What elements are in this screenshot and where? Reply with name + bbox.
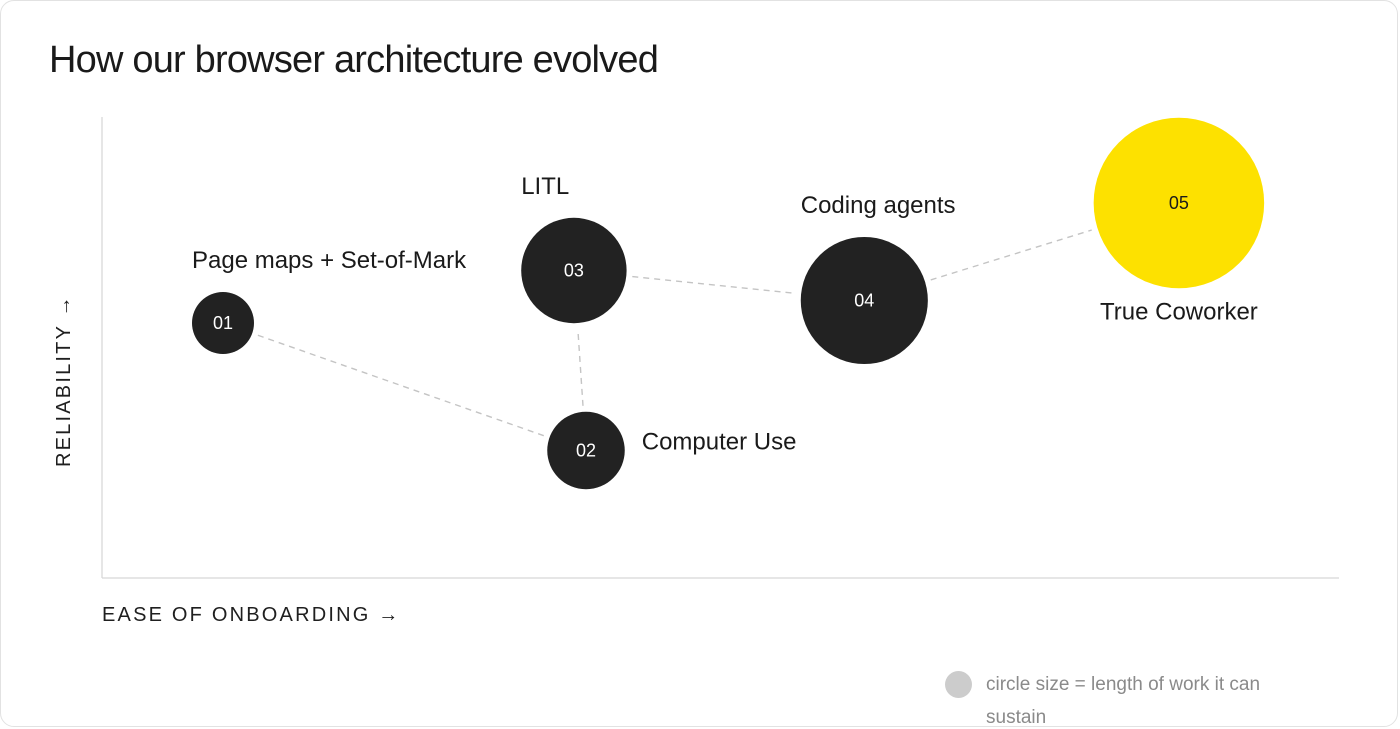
point-label-04: Coding agents — [801, 192, 956, 219]
point-circle-04 — [800, 236, 928, 365]
point-number-03: 03 — [564, 261, 584, 281]
connector-line-02-03 — [577, 329, 584, 406]
connector-lines — [257, 229, 1092, 437]
data-point-01: 01 Page maps + Set-of-Mark — [192, 247, 467, 354]
connector-line-03-04 — [632, 275, 796, 295]
point-number-02: 02 — [576, 441, 596, 461]
point-number-01: 01 — [213, 313, 233, 333]
point-circle-05 — [1093, 117, 1265, 289]
connector-line-01-02 — [257, 334, 545, 437]
point-circle-03 — [521, 217, 627, 324]
connector-line-04-05 — [930, 229, 1092, 281]
y-axis-label: RELIABILITY → — [53, 294, 75, 467]
data-point-04: 04 Coding agents — [800, 192, 956, 365]
point-label-05: True Coworker — [1100, 298, 1258, 325]
x-axis-label: EASE OF ONBOARDING → — [102, 604, 400, 626]
point-circle-02 — [547, 411, 625, 490]
legend-text: circle size = length of work it can sust… — [986, 674, 1261, 727]
point-number-05: 05 — [1169, 193, 1189, 213]
point-number-04: 04 — [854, 291, 874, 311]
data-point-03: 03 LITL — [521, 173, 627, 324]
point-label-01: Page maps + Set-of-Mark — [192, 247, 467, 274]
point-label-02: Computer Use — [642, 429, 797, 456]
point-circle-01 — [192, 292, 254, 354]
data-point-02: 02 Computer Use — [547, 411, 797, 490]
chart-title: How our browser architecture evolved — [49, 39, 659, 81]
legend-circle-icon — [945, 671, 972, 698]
point-label-03: LITL — [521, 173, 569, 200]
